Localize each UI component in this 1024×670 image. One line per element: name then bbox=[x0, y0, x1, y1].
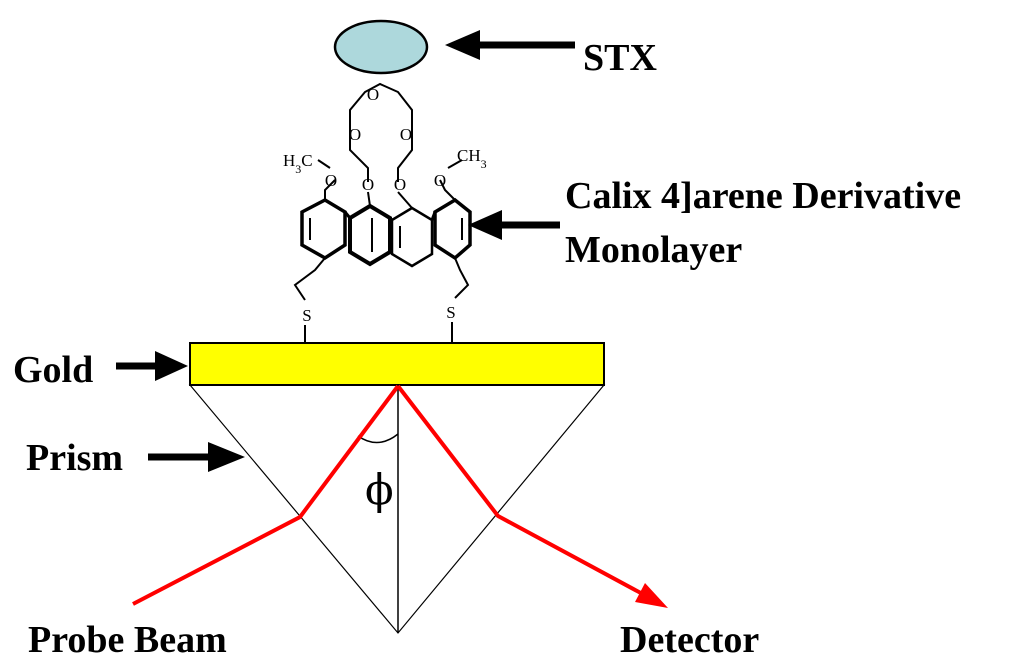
calix-arrow bbox=[468, 210, 560, 240]
oxygen-label: O bbox=[394, 175, 406, 194]
probe-beam-label: Probe Beam bbox=[28, 619, 227, 661]
gold-layer bbox=[189, 342, 605, 386]
calix-label-line1: Calix 4]arene Derivative bbox=[565, 175, 962, 217]
sulfur-label: S bbox=[302, 306, 311, 325]
oxygen-label: O bbox=[434, 171, 446, 190]
oxygen-label: O bbox=[349, 125, 361, 144]
stx-label: STX bbox=[583, 37, 657, 79]
sulfur-label: S bbox=[446, 303, 455, 322]
prism-label: Prism bbox=[26, 437, 124, 479]
stx-ellipse bbox=[333, 19, 429, 75]
methyl-right-label: CH3 bbox=[457, 146, 487, 171]
oxygen-label: O bbox=[362, 175, 374, 194]
detector-label: Detector bbox=[620, 619, 760, 661]
calix-label-line2: Monolayer bbox=[565, 229, 743, 271]
stx-arrow bbox=[445, 30, 575, 60]
probe-beam bbox=[132, 384, 400, 606]
prism bbox=[188, 384, 606, 634]
prism-arrow bbox=[148, 442, 245, 472]
reflected-beam bbox=[396, 384, 651, 600]
oxygen-label: O bbox=[367, 85, 379, 104]
oxygen-label: O bbox=[325, 171, 337, 190]
calixarene-molecule bbox=[293, 82, 472, 342]
methyl-left-label: H3C bbox=[283, 151, 313, 176]
gold-arrow bbox=[116, 351, 188, 381]
angle-arc bbox=[357, 433, 399, 444]
detector-arrowhead bbox=[635, 583, 668, 608]
angle-phi-label: ϕ bbox=[365, 465, 394, 514]
gold-label: Gold bbox=[13, 349, 94, 391]
oxygen-label: O bbox=[400, 125, 412, 144]
